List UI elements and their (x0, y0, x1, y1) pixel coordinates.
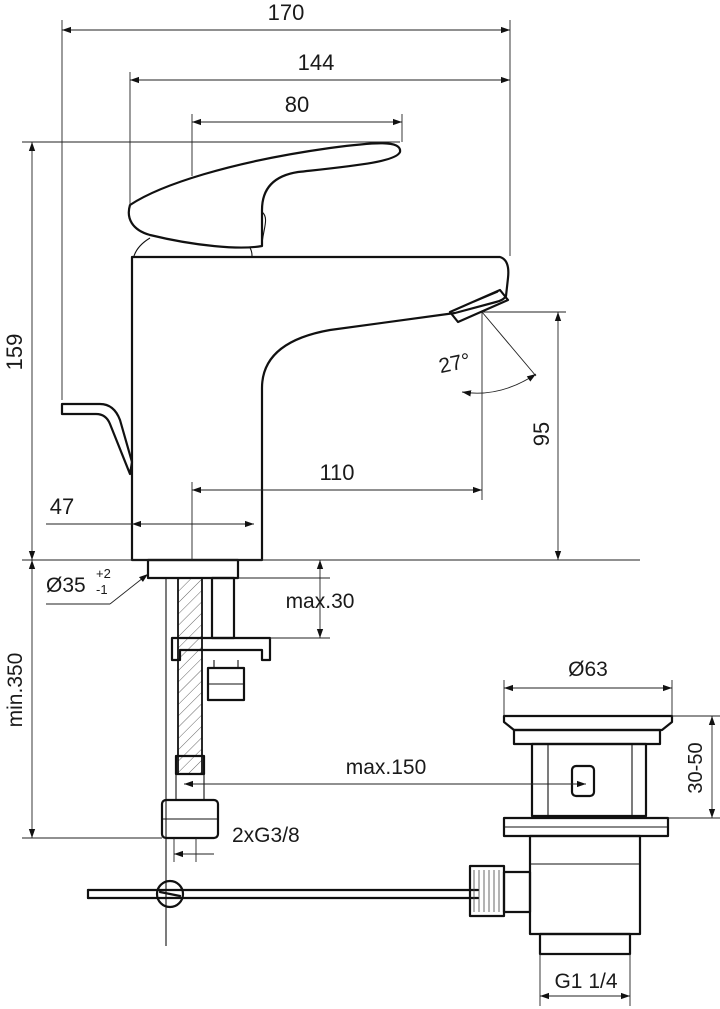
flex-hose (177, 577, 203, 775)
dim-hole-tolerance-minus: -1 (96, 582, 108, 597)
dim-total-height: 159 (2, 334, 27, 371)
waste-cap (502, 714, 674, 732)
lever-handle (127, 142, 402, 249)
dim-hole-tolerance-plus: +2 (96, 566, 111, 581)
dim-max-rod-length: max.150 (346, 756, 427, 779)
waste-body (528, 834, 642, 936)
aerator (448, 288, 510, 324)
dim-tilt-angle: 27° (437, 349, 473, 378)
dim-min-hose-length: min.350 (4, 653, 27, 728)
dimension-lines (22, 20, 720, 1006)
dim-hole-diameter: Ø35 (46, 574, 86, 597)
dim-spout-height: 95 (529, 422, 554, 446)
base-collar (146, 558, 240, 580)
tap-body (60, 142, 510, 580)
dim-waste-thread: G1 1/4 (554, 970, 617, 993)
rod-clamp (155, 879, 185, 909)
under-deck-fittings (86, 576, 480, 946)
waste-flange (502, 816, 670, 838)
dim-base-offset: 47 (50, 494, 74, 519)
dim-waste-height-range: 30-50 (685, 742, 707, 793)
dim-overall-length: 170 (268, 0, 305, 25)
dim-waste-diameter: Ø63 (568, 658, 608, 681)
dim-body-length: 144 (298, 50, 335, 75)
dim-connection-thread: 2xG3/8 (232, 824, 300, 847)
fixing-plate (170, 636, 272, 662)
dimension-labels: 170 144 80 159 95 110 47 27° Ø35 +2 -1 m… (2, 0, 707, 993)
waste-valve (468, 714, 674, 956)
dim-handle-length: 80 (285, 92, 309, 117)
dim-spout-reach: 110 (319, 460, 354, 485)
tap-main-body (130, 255, 510, 562)
dim-max-deck-thickness: max.30 (286, 590, 355, 613)
pop-up-rod (60, 402, 134, 476)
